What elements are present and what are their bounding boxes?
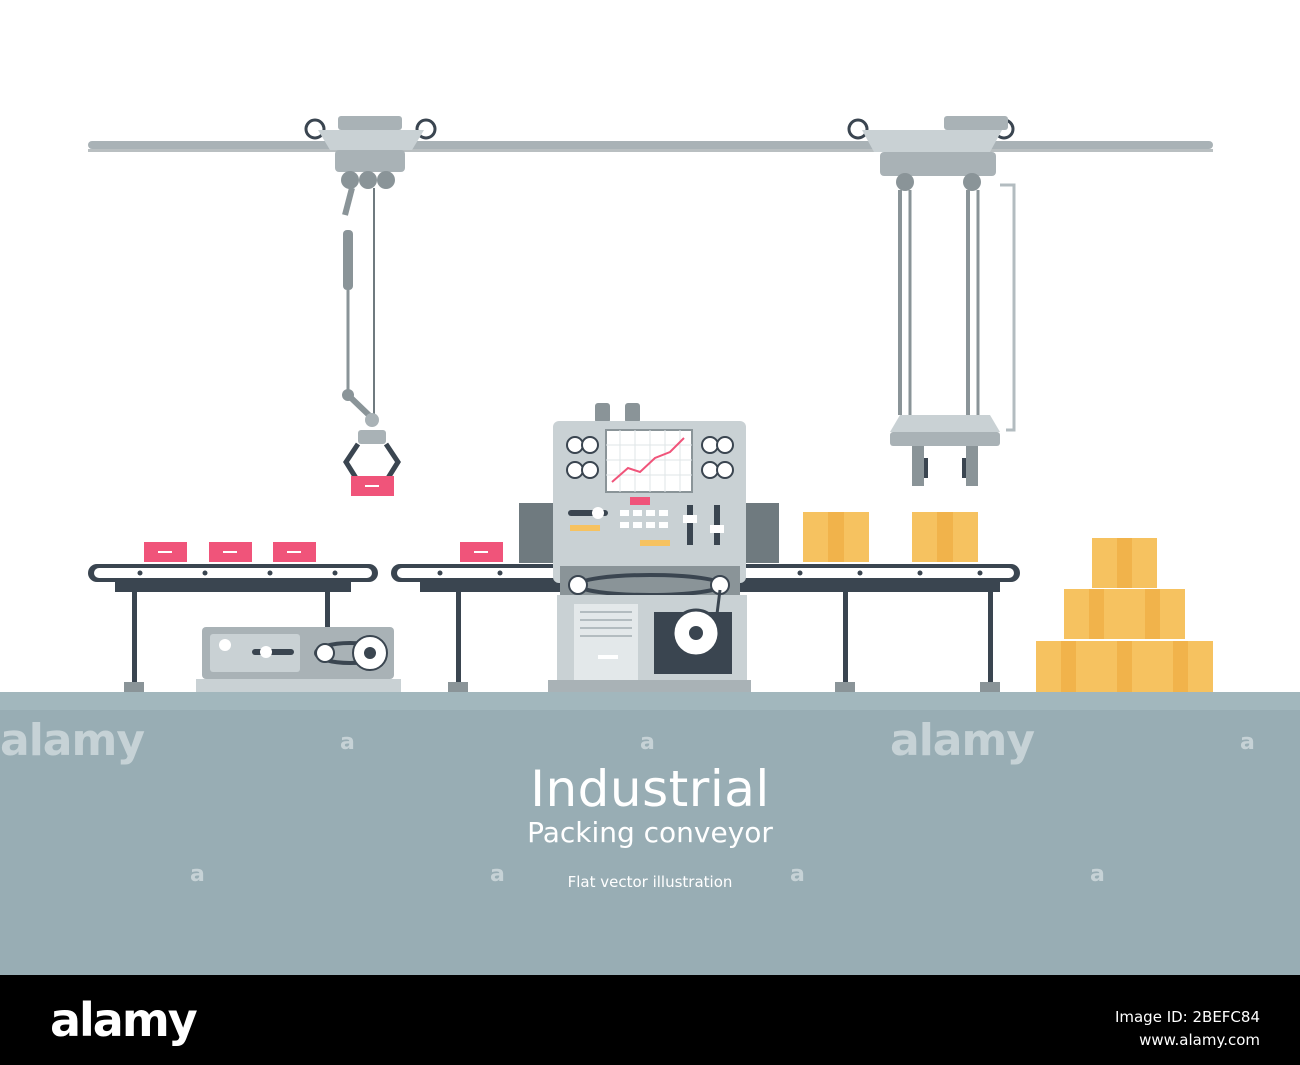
image-id: Image ID: 2BEFC84 bbox=[1114, 1008, 1260, 1026]
watermark: alamy bbox=[0, 715, 145, 766]
scene-subtitle: Packing conveyor bbox=[527, 816, 773, 849]
control-machine bbox=[519, 403, 779, 692]
watermark: a bbox=[1240, 730, 1255, 755]
watermark: a bbox=[1090, 862, 1105, 887]
scene-title: Industrial bbox=[530, 760, 770, 818]
watermark: a bbox=[640, 730, 655, 755]
watermark: a bbox=[790, 862, 805, 887]
watermark: a bbox=[490, 862, 505, 887]
site-url: www.alamy.com bbox=[1139, 1031, 1260, 1049]
right-gripper bbox=[847, 116, 1016, 486]
watermark: alamy bbox=[890, 715, 1035, 766]
motor-unit bbox=[196, 627, 401, 692]
left-robot-arm bbox=[304, 116, 437, 496]
brand-logo: alamy bbox=[50, 993, 198, 1047]
scene-caption: Flat vector illustration bbox=[567, 873, 733, 891]
watermark: a bbox=[340, 730, 355, 755]
factory-illustration bbox=[0, 116, 1300, 975]
stacked-boxes bbox=[1036, 538, 1213, 692]
overhead-rail bbox=[88, 141, 1213, 152]
left-conveyor bbox=[88, 542, 378, 692]
floor bbox=[0, 692, 1300, 975]
stock-footer: alamy Image ID: 2BEFC84 www.alamy.com bbox=[0, 975, 1300, 1065]
watermark: a bbox=[190, 862, 205, 887]
